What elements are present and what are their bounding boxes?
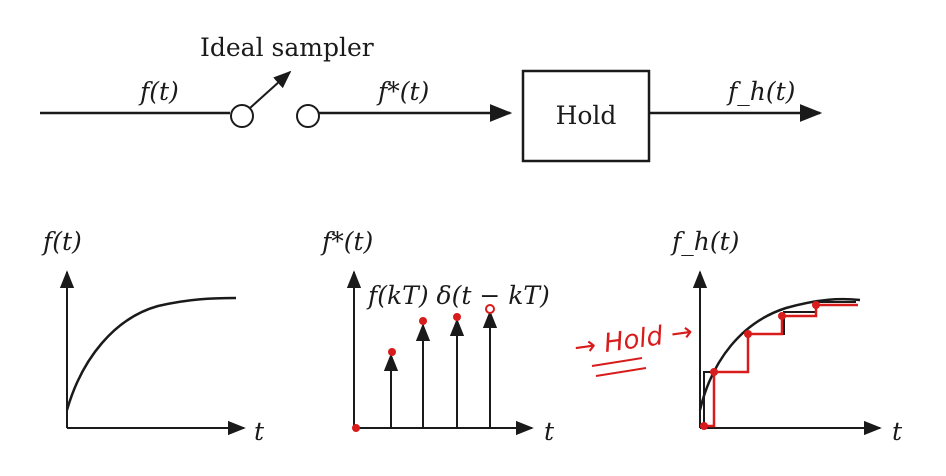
note-underline-1 (591, 357, 643, 367)
input-signal-label: f(t) (138, 77, 179, 106)
staircase-black (703, 301, 856, 428)
sampler-label: Ideal sampler (200, 33, 374, 62)
hold-dot-0 (700, 422, 708, 430)
hold-dot-1 (710, 368, 718, 376)
output-signal-label: f_h(t) (726, 77, 795, 106)
handwritten-hold-note: → Hold → (572, 317, 695, 377)
x-axis-label: t (892, 417, 903, 446)
plot-sampled: f*(t) f(kT) δ(t − kT) t (320, 227, 555, 446)
sample-dot-2 (419, 317, 427, 325)
plot-continuous: f(t) t (41, 227, 265, 446)
hold-dot-4 (812, 301, 820, 309)
handwritten-note-text: → Hold → (572, 317, 694, 363)
hold-dot-2 (744, 330, 752, 338)
sample-dot-3 (453, 313, 461, 321)
staircase-red (702, 303, 858, 428)
x-axis-label: t (544, 417, 555, 446)
sampler-left-terminal (230, 104, 254, 128)
note-underline-2 (595, 367, 647, 377)
y-axis-label: f_h(t) (670, 227, 739, 256)
sampled-signal-label: f*(t) (376, 77, 429, 106)
x-axis-label: t (254, 417, 265, 446)
hold-block (521, 69, 651, 163)
y-axis-label: f*(t) (320, 227, 373, 256)
plot-held: f_h(t) t (670, 227, 903, 446)
sample-dot-0 (352, 424, 360, 432)
sampler-switch-arm (249, 70, 292, 109)
hold-block-label: Hold (556, 101, 617, 130)
sample-dot-4 (485, 304, 495, 314)
hold-dot-3 (778, 312, 786, 320)
sampler-right-terminal (296, 104, 320, 128)
impulse-annotation: f(kT) δ(t − kT) (366, 281, 550, 310)
sample-dot-1 (388, 348, 396, 356)
block-diagram: Ideal sampler f(t) f*(t) Hold f_h(t) (40, 33, 823, 163)
signal-curve (65, 296, 237, 411)
y-axis-label: f(t) (41, 227, 82, 256)
